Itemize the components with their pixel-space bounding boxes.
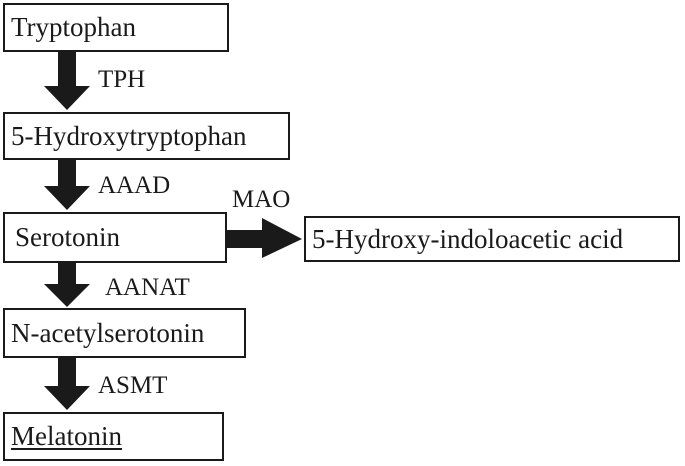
enzyme-label-aanat: AANAT — [105, 274, 190, 301]
node-serotonin: Serotonin — [3, 212, 227, 263]
node-melatonin: Melatonin — [3, 412, 224, 461]
arrow-asmt — [44, 358, 90, 410]
node-5-hydroxy-indoloacetic-acid: 5-Hydroxy-indoloacetic acid — [304, 216, 680, 262]
arrow-aanat — [44, 263, 90, 307]
node-5-hydroxytryptophan: 5-Hydroxytryptophan — [3, 112, 290, 160]
node-tryptophan: Tryptophan — [3, 3, 229, 52]
arrow-tph — [44, 52, 90, 110]
arrow-mao — [227, 218, 302, 258]
enzyme-label-tph: TPH — [98, 66, 146, 93]
enzyme-label-asmt: ASMT — [98, 372, 168, 399]
node-n-acetylserotonin: N-acetylserotonin — [3, 308, 246, 358]
enzyme-label-aaad: AAAD — [98, 172, 171, 199]
arrow-aaad — [44, 160, 90, 210]
enzyme-label-mao: MAO — [232, 186, 291, 213]
